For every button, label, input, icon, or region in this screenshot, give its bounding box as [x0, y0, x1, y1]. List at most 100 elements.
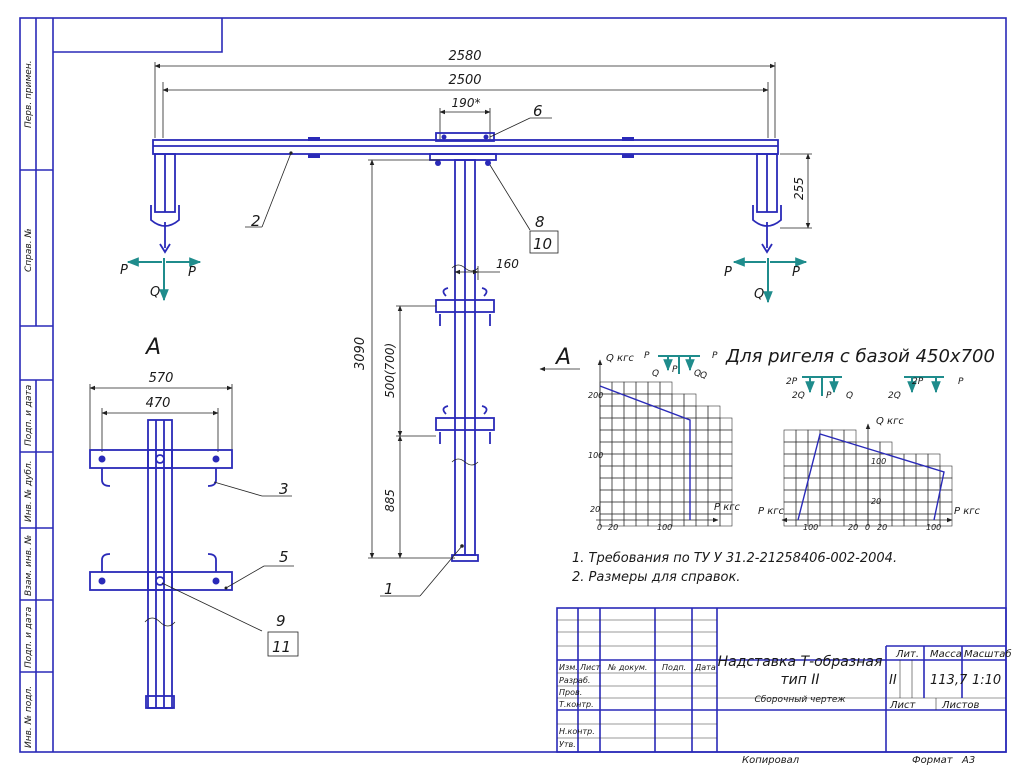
right-xaxis-left-label: Р кгс — [758, 506, 785, 517]
load-diagram-right: 2P 2Q P Q 2Q 2P P Q кгс Р кгс Р кгс 100 … — [758, 376, 981, 532]
note-1: 1. Требования по ТУ У 31.2-21258406-002-… — [572, 551, 897, 566]
load-p-right: P — [792, 265, 800, 280]
callout-6: 6 — [533, 102, 543, 120]
tb-scale-label: Масштаб — [964, 648, 1012, 660]
tb-role: Н.контр. — [559, 727, 595, 736]
tb-mass-value: 113,7 — [930, 673, 968, 688]
copied-label: Копировал — [742, 755, 800, 766]
margin-label: Подп. и дата — [24, 385, 34, 446]
format-label: Формат — [912, 755, 954, 766]
dim-hook-height: 255 — [792, 177, 806, 200]
right-xtick: 0 — [865, 523, 870, 532]
tb-col-label: Подп. — [662, 663, 686, 672]
margin-label: Справ. № — [24, 228, 34, 272]
right-yaxis-label: Q кгс — [876, 416, 904, 427]
view-a-label: А — [144, 335, 161, 360]
left-xtick: 100 — [657, 523, 672, 532]
scheme-right-a: 2P 2Q P Q — [786, 376, 853, 401]
margin-labels: Перв. примен. Справ. № Подп. и дата Инв.… — [24, 60, 34, 748]
grid-right — [783, 429, 953, 527]
margin-label: Инв. № дубл. — [24, 460, 34, 522]
margin-label: Инв. № подл. — [24, 686, 34, 748]
load-diagram-left: P Q P Q P Q Q кгс Р кгс 200 100 20 0 20 … — [588, 351, 741, 532]
tb-col-label: Изм. — [559, 663, 578, 672]
note-2: 2. Размеры для справок. — [572, 570, 740, 585]
scheme-right-label: 2Q — [792, 391, 805, 401]
callout-9: 9 — [276, 612, 286, 630]
tb-role: Т.контр. — [559, 700, 594, 709]
left-load-curve — [599, 385, 691, 520]
tb-name-line1: Надставка Т-образная — [718, 654, 883, 670]
top-flange — [435, 132, 495, 142]
callout-5: 5 — [279, 548, 289, 566]
title-block: Изм. Лист № докум. Подп. Дата Разраб. Пр… — [556, 607, 1012, 753]
right-xtick: 100 — [926, 523, 941, 532]
callout-3: 3 — [279, 480, 289, 498]
scheme-left-label: Q — [694, 369, 701, 379]
scheme-left-label: P — [644, 351, 650, 361]
scheme-right-label: Q — [846, 391, 853, 401]
callout-2: 2 — [251, 212, 261, 230]
tb-col-label: Дата — [694, 663, 716, 672]
left-ytick: 100 — [588, 451, 603, 460]
tb-mass-label: Масса — [930, 649, 962, 660]
load-q: Q — [754, 287, 764, 302]
scheme-left-label: Q — [652, 369, 659, 379]
load-symbol-left: P P Q — [120, 257, 202, 302]
right-load-curve — [797, 433, 945, 521]
callout-10: 10 — [533, 235, 552, 253]
left-xtick: 20 — [608, 523, 618, 532]
tb-scale-value: 1:10 — [972, 673, 1001, 688]
right-xtick: 100 — [803, 523, 818, 532]
dim-bottom: 885 — [383, 489, 397, 512]
tb-role: Утв. — [559, 740, 576, 749]
dim-total-height: 3090 — [353, 337, 368, 370]
margin-label: Перв. примен. — [24, 60, 34, 128]
view-a: А 570 470 3 — [89, 335, 299, 709]
dim-hook-span: 2500 — [448, 73, 481, 88]
grid-cell — [719, 513, 733, 527]
diagram-title: Для ригеля с базой 450х700 — [725, 346, 995, 367]
load-p-left: P — [120, 263, 128, 278]
tb-sheets-label: Листов — [941, 700, 979, 711]
sheet-frame — [19, 17, 1007, 753]
left-ytick: 200 — [588, 391, 603, 400]
tb-lit-label: Лит. — [895, 649, 919, 660]
dim-view-a-outer: 570 — [149, 371, 174, 386]
tb-sheet-label: Лист — [889, 700, 917, 711]
load-p-right: P — [188, 265, 196, 280]
scheme-left-label: Q — [700, 371, 707, 381]
right-xtick: 20 — [848, 523, 858, 532]
right-ytick: 100 — [871, 457, 886, 466]
scheme-right-label: P — [958, 377, 964, 387]
load-q: Q — [150, 285, 160, 300]
dim-overall-width: 2580 — [448, 49, 481, 64]
right-xtick: 20 — [877, 523, 887, 532]
section-arrow-label: А — [554, 345, 571, 370]
t-extension-elevation: 2580 2500 190* — [120, 49, 812, 598]
tb-col-label: Лист — [579, 663, 601, 672]
load-p-left: P — [724, 265, 732, 280]
tb-role: Разраб. — [559, 676, 590, 685]
lower-bracket — [435, 405, 495, 444]
top-left-stamp — [53, 18, 223, 53]
margin-label: Взам. инв. № — [24, 535, 34, 596]
right-xaxis-right-label: Р кгс — [954, 506, 981, 517]
dim-stem-width: 160 — [496, 257, 519, 271]
left-yaxis-label: Q кгс — [606, 353, 634, 364]
scheme-right-label: P — [826, 391, 832, 401]
callout-8: 8 — [535, 213, 545, 231]
dim-view-a-inner: 470 — [146, 396, 171, 411]
left-ytick: 20 — [590, 505, 600, 514]
outer-border — [19, 17, 1007, 753]
load-symbol-right: P P Q — [724, 257, 808, 304]
scheme-right-label: 2P — [912, 377, 924, 387]
scheme-left: P Q P Q P Q — [644, 351, 718, 381]
scheme-right-b: 2Q 2P P — [888, 376, 964, 401]
tb-lit-value: II — [889, 673, 897, 688]
margin-label: Подп. и дата — [24, 607, 34, 668]
left-xtick: 0 — [597, 523, 602, 532]
scheme-right-label: 2Q — [888, 391, 901, 401]
